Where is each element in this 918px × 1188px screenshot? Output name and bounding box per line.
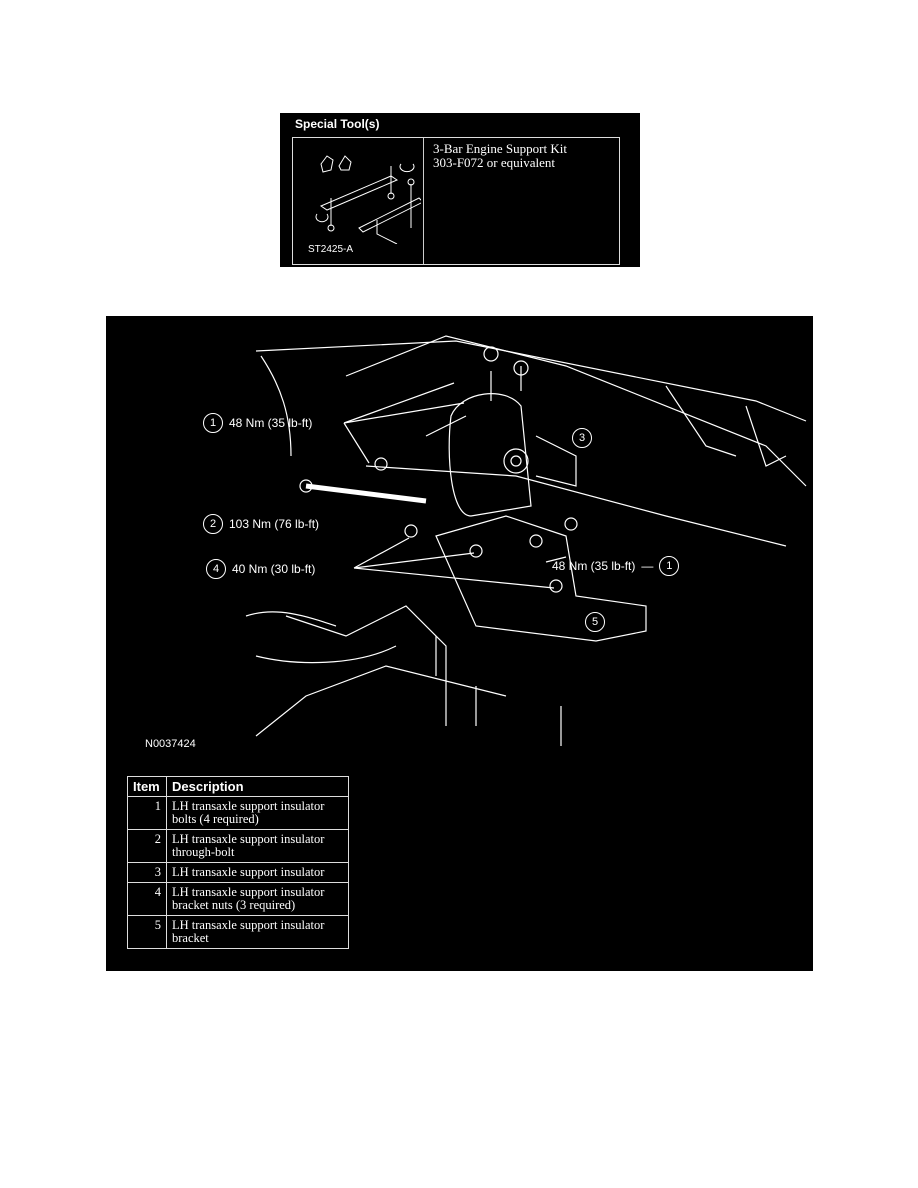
desc-line: LH transaxle support insulator	[172, 885, 325, 899]
engine-support-kit-illustration	[315, 155, 421, 244]
special-tools-frame: 3-Bar Engine Support Kit 303-F072 or equ…	[292, 137, 620, 265]
callout-3: 3	[572, 428, 598, 448]
transaxle-support-diagram: 1 48 Nm (35 lb-ft) 2 103 Nm (76 lb-ft) 4 40…	[106, 316, 813, 971]
callout-number: 1	[203, 413, 223, 433]
callout-number: 2	[203, 514, 223, 534]
callout-2: 2 103 Nm (76 lb-ft)	[203, 514, 319, 534]
special-tools-header: Special Tool(s)	[295, 117, 380, 131]
callout-number: 4	[206, 559, 226, 579]
column-divider	[423, 138, 424, 264]
desc-line: bolts (4 required)	[172, 812, 259, 826]
desc-line: bracket	[172, 931, 209, 945]
desc-line: bracket nuts (3 required)	[172, 898, 296, 912]
special-tool-description: 3-Bar Engine Support Kit 303-F072 or equ…	[433, 142, 567, 170]
desc-line: LH transaxle support insulator	[172, 865, 325, 879]
callout-1-right: 48 Nm (35 lb-ft)—1	[552, 556, 685, 576]
item-number: 4	[127, 882, 167, 916]
item-description: LH transaxle support insulator	[166, 862, 349, 883]
desc-line: through-bolt	[172, 845, 235, 859]
table-header: Item Description	[127, 776, 349, 797]
desc-line: LH transaxle support insulator	[172, 832, 325, 846]
item-number: 1	[127, 796, 167, 830]
item-number: 5	[127, 915, 167, 949]
figure-code: N0037424	[145, 738, 196, 750]
item-number: 2	[127, 829, 167, 863]
header-item: Item	[127, 776, 167, 797]
callout-1-left: 1 48 Nm (35 lb-ft)	[203, 413, 312, 433]
table-row: 3 LH transaxle support insulator	[127, 862, 349, 883]
torque-spec: 40 Nm (30 lb-ft)	[232, 562, 316, 576]
header-description: Description	[166, 776, 349, 797]
callout-number: 3	[572, 428, 592, 448]
callout-4: 4 40 Nm (30 lb-ft)	[206, 559, 315, 579]
desc-line: LH transaxle support insulator	[172, 918, 325, 932]
callout-number: 1	[659, 556, 680, 576]
torque-spec: 48 Nm (35 lb-ft)	[552, 559, 636, 573]
tool-name: 3-Bar Engine Support Kit	[433, 141, 567, 156]
special-tools-box: Special Tool(s) 3-Bar Engine Support Kit…	[280, 113, 640, 267]
tool-number: 303-F072 or equivalent	[433, 155, 556, 170]
item-number: 3	[127, 862, 167, 883]
callout-5: 5	[585, 612, 611, 632]
illustration-code: ST2425-A	[308, 244, 354, 255]
torque-spec: 103 Nm (76 lb-ft)	[229, 517, 320, 531]
torque-spec: 48 Nm (35 lb-ft)	[229, 416, 313, 430]
desc-line: LH transaxle support insulator	[172, 799, 325, 813]
callout-number: 5	[585, 612, 605, 632]
transaxle-mount-illustration	[245, 335, 807, 746]
